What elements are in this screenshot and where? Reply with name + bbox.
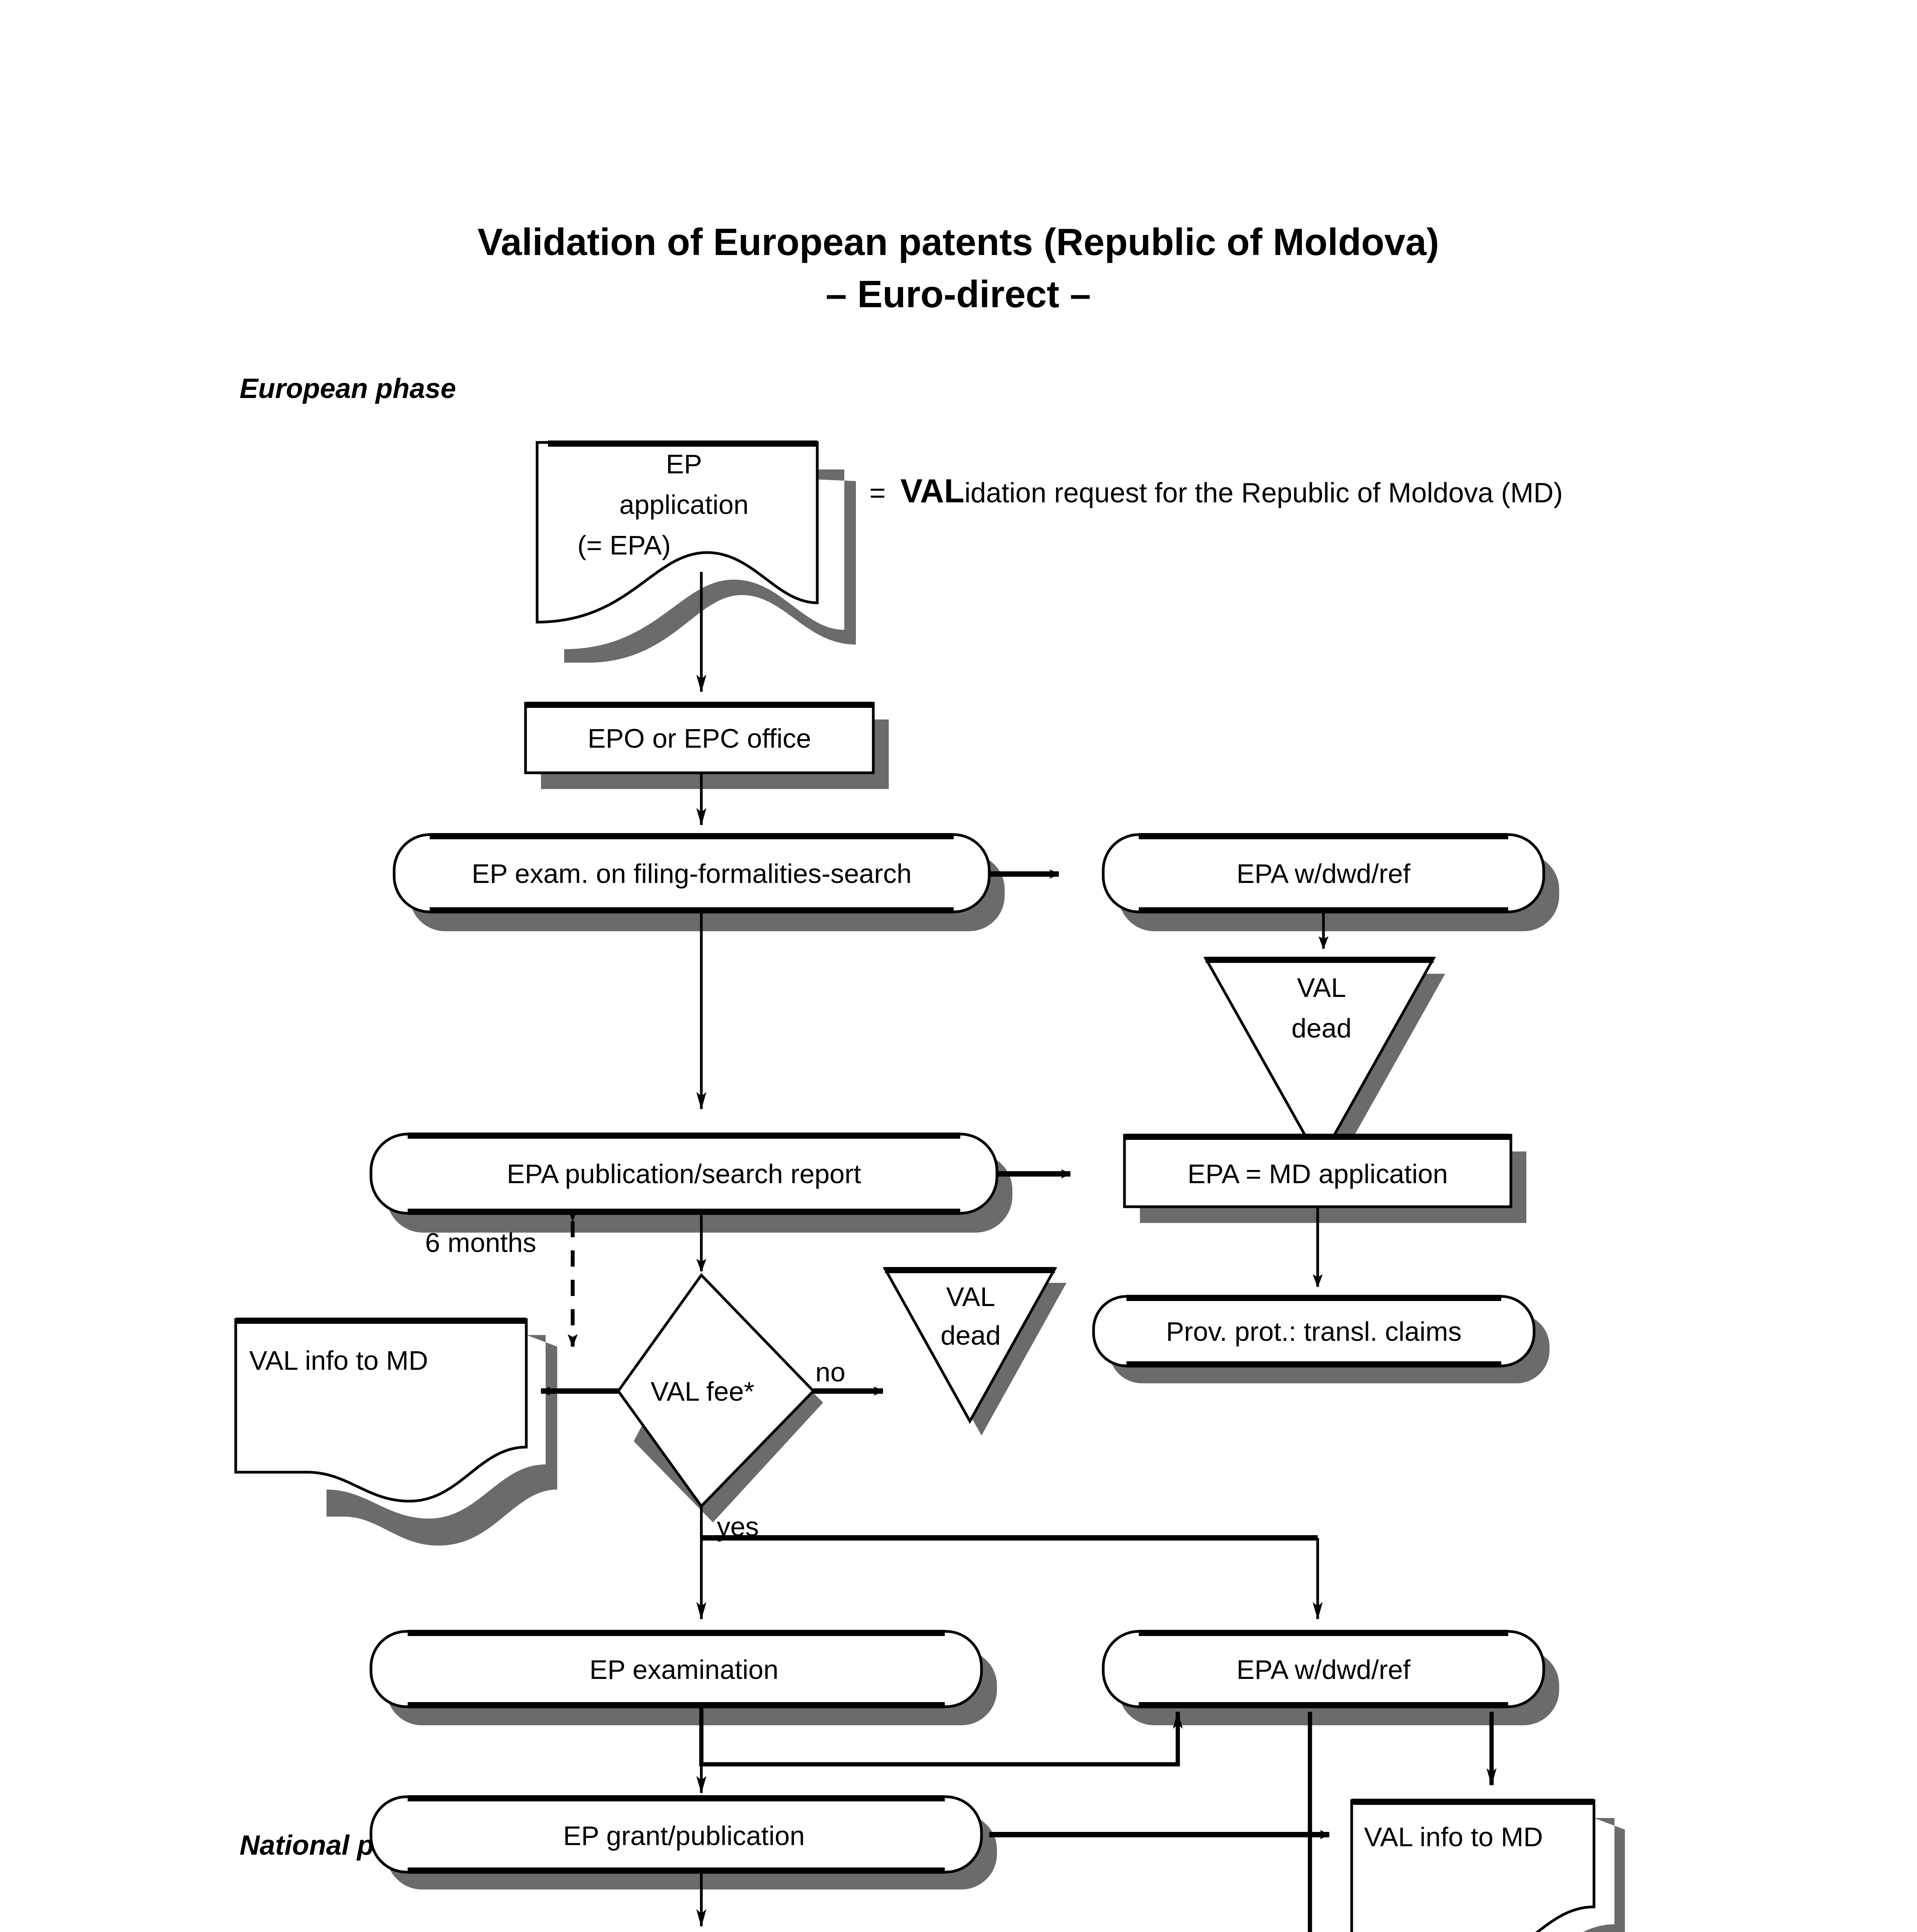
page-title-line2: – Euro-direct – xyxy=(826,273,1091,315)
ep-exam-label: EP exam. on filing-formalities-search xyxy=(472,859,912,889)
ep-application-label-3: (= EPA) xyxy=(577,530,671,560)
val-fee-label: VAL fee* xyxy=(651,1376,755,1406)
epo-office-label: EPO or EPC office xyxy=(588,723,811,753)
val-dead1-label-1: VAL xyxy=(1297,973,1346,1003)
val-info-left-label: VAL info to MD xyxy=(249,1345,428,1376)
epa-wdwdref2-label: EPA w/dwd/ref xyxy=(1237,1655,1411,1685)
ep-grant-label: EP grant/publication xyxy=(563,1821,805,1851)
svg-text:= VALidation request for: = VALidation request for the Republic of… xyxy=(869,473,1563,510)
node-ep-grant[interactable]: EP grant/publication xyxy=(369,1795,997,1889)
val-info-right-body xyxy=(1350,1799,1596,1932)
val-info-left-body xyxy=(234,1318,528,1503)
node-prov-prot[interactable]: Prov. prot.: transl. claims xyxy=(1092,1295,1550,1383)
node-val-info-md-left[interactable]: VAL info to MD xyxy=(234,1318,557,1546)
val-note-rest: idation request for the Republic of Mold… xyxy=(964,478,1563,509)
val-dead1-label-2: dead xyxy=(1291,1013,1352,1043)
val-info-left-shadow xyxy=(327,1335,557,1546)
epa-mdapp-body xyxy=(1123,1134,1512,1208)
node-val-info-md-right[interactable]: VAL info to MD xyxy=(1350,1799,1625,1932)
val-info-right-shadow xyxy=(1583,1818,1625,1932)
node-epo-office[interactable]: EPO or EPC office xyxy=(524,702,889,789)
node-epa-publication[interactable]: EPA publication/search report xyxy=(369,1133,1012,1233)
node-epa-md-application[interactable]: EPA = MD application xyxy=(1123,1134,1526,1223)
node-epa-wdwdref-1[interactable]: EPA w/dwd/ref xyxy=(1102,833,1559,931)
node-val-dead-2[interactable]: VAL dead xyxy=(883,1267,1067,1435)
ep-examination-label: EP examination xyxy=(589,1655,778,1685)
val-dead2-label-1: VAL xyxy=(946,1282,995,1312)
epa-mdapp-label: EPA = MD application xyxy=(1187,1159,1448,1189)
prov-prot-label: Prov. prot.: transl. claims xyxy=(1166,1316,1461,1347)
ep-application-label-2: application xyxy=(619,490,749,520)
edge-label-no-1: no xyxy=(815,1357,845,1387)
ep-application-body xyxy=(536,441,819,624)
phase-label-european: European phase xyxy=(240,373,456,404)
node-epa-wdwdref-2[interactable]: EPA w/dwd/ref xyxy=(1102,1630,1559,1725)
epa-publication-label: EPA publication/search report xyxy=(507,1159,861,1189)
validation-request-note: = VALidation request for the Republic of… xyxy=(869,473,1563,510)
val-note-equals: = xyxy=(869,478,886,509)
node-ep-exam-filing[interactable]: EP exam. on filing-formalities-search xyxy=(393,833,1005,931)
val-note-bold: VAL xyxy=(900,473,964,510)
ep-application-label-1: EP xyxy=(666,449,702,479)
node-ep-application[interactable]: EP application (= EPA) xyxy=(536,440,856,663)
six-months-label: 6 months xyxy=(425,1228,536,1258)
val-dead2-label-2: dead xyxy=(941,1320,1001,1350)
node-val-fee-decision[interactable]: VAL fee* xyxy=(616,1273,823,1522)
val-info-right-label: VAL info to MD xyxy=(1364,1822,1543,1852)
node-ep-examination[interactable]: EP examination xyxy=(369,1630,997,1725)
page-title-line1: Validation of European patents (Republic… xyxy=(478,221,1439,263)
epa-wdwdref1-label: EPA w/dwd/ref xyxy=(1237,859,1411,889)
node-val-dead-1[interactable]: VAL dead xyxy=(1203,957,1445,1177)
